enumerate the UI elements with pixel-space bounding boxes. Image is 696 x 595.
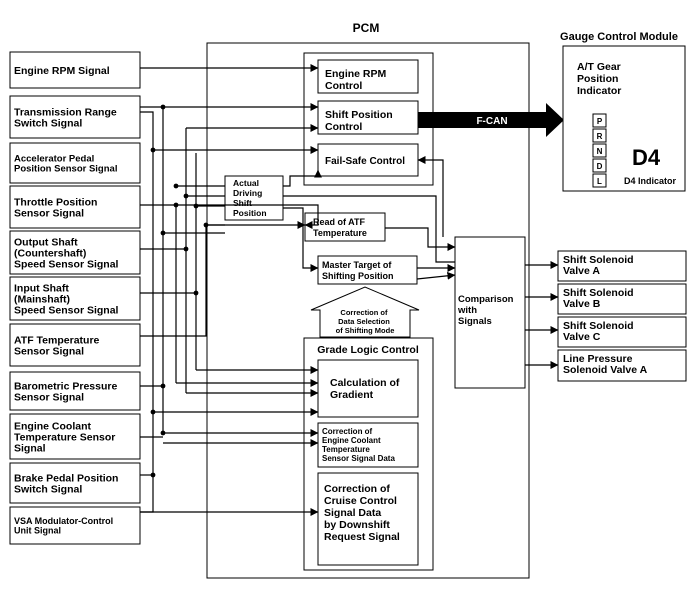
input-box-5 <box>9 276 141 321</box>
correction-cruise-control-box <box>317 472 419 566</box>
gear-letter-box-2 <box>592 143 607 158</box>
f-can-arrow <box>418 103 564 137</box>
output-box-1 <box>557 283 687 315</box>
shift-position-control-box <box>317 100 419 135</box>
master-target-shifting-position-box <box>317 255 418 285</box>
d4-indicator-caption: D4 Indicator <box>624 176 677 186</box>
master-target-shifting-position-label: Master Target of Shifting Position <box>322 260 394 281</box>
output-box-0 <box>557 250 687 282</box>
gear-letter-box-0 <box>592 113 607 128</box>
input-box-9 <box>9 462 141 504</box>
correction-coolant-data-box <box>317 422 419 468</box>
actual-driving-shift-position-label: Actual Driving Shift Position <box>233 178 267 218</box>
signal-connection-lines <box>140 64 559 516</box>
output-box-2 <box>557 316 687 348</box>
input-box-8 <box>9 413 141 460</box>
gear-letter-box-3 <box>592 158 607 173</box>
f-can-label: F-CAN <box>476 116 507 127</box>
correction-data-selection-label: Correction of Data Selection of Shifting… <box>336 308 395 335</box>
pcm-title: PCM <box>353 21 380 35</box>
comparison-with-signals-label: Comparison with Signals <box>457 294 516 327</box>
gear-letter-3: D <box>597 162 603 171</box>
correction-coolant-data-label: Correction of Engine Coolant Temperature… <box>322 427 395 463</box>
read-of-atf-temperature-label: Read of ATF Temperature <box>313 217 368 238</box>
fail-safe-control-label: Fail-Safe Control <box>325 156 405 167</box>
input-label-0: Engine RPM Signal <box>14 65 110 77</box>
actual-driving-shift-position-box <box>224 175 284 221</box>
input-box-4 <box>9 230 141 275</box>
comparison-with-signals-box <box>454 236 526 389</box>
engine-rpm-control-box <box>317 59 419 94</box>
gear-letter-0: P <box>597 117 603 126</box>
shift-position-control-label: Shift Position Control <box>325 109 396 133</box>
gear-letter-4: L <box>597 177 602 186</box>
input-box-7 <box>9 371 141 411</box>
gear-letter-box-4 <box>592 173 607 188</box>
input-box-3 <box>9 185 141 229</box>
d4-big-label: D4 <box>632 145 661 170</box>
gauge-indicator-box <box>562 45 686 192</box>
calculation-of-gradient-box <box>317 359 419 418</box>
gauge-control-module-title: Gauge Control Module <box>560 31 678 43</box>
input-box-1 <box>9 95 141 139</box>
input-box-6 <box>9 323 141 367</box>
fail-safe-control-box <box>317 143 419 177</box>
grade-logic-control-title: Grade Logic Control <box>317 344 419 356</box>
gear-letter-2: N <box>597 147 603 156</box>
calculation-of-gradient-label: Calculation of Gradient <box>330 377 402 401</box>
input-label-4: Output Shaft(Countershaft)Speed Sensor S… <box>14 236 119 270</box>
input-label-5: Input Shaft(Mainshaft)Speed Sensor Signa… <box>14 282 119 316</box>
input-box-0 <box>9 51 141 89</box>
input-box-10 <box>9 506 141 545</box>
correction-cruise-control-label: Correction of Cruise Control Signal Data… <box>324 483 400 543</box>
correction-data-selection-arrow <box>310 286 420 338</box>
gear-letter-1: R <box>597 132 603 141</box>
output-box-3 <box>557 349 687 382</box>
gauge-indicator-title: A/T Gear Position Indicator <box>577 61 624 97</box>
gear-letter-box-1 <box>592 128 607 143</box>
input-box-2 <box>9 142 141 184</box>
engine-rpm-control-label: Engine RPM Control <box>325 68 389 92</box>
